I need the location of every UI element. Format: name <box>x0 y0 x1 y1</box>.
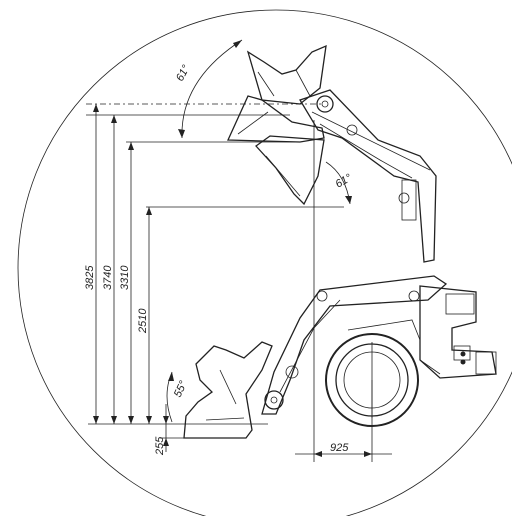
bucket-raised-top <box>246 44 327 105</box>
dim-3310: 3310 <box>119 265 131 290</box>
angle-ground-rollback: 55° <box>172 379 190 400</box>
angle-mid-dump: 61° <box>334 172 355 191</box>
boom-lowered <box>261 275 448 415</box>
angle-top-dump: 61° <box>174 63 193 84</box>
frame-circle <box>17 9 512 516</box>
dim-925: 925 <box>330 442 349 454</box>
angle-arc-top <box>181 39 243 139</box>
tractor-frame <box>347 285 497 379</box>
dim-3740: 3740 <box>102 265 114 290</box>
height-dimensions <box>86 104 344 452</box>
bucket-lowered <box>183 341 273 439</box>
dim-255: 255 <box>154 436 166 456</box>
front-wheel <box>325 333 419 427</box>
bucket-dumping <box>255 135 325 206</box>
dim-2510: 2510 <box>137 308 149 334</box>
boom-raised <box>299 89 437 263</box>
dim-3825: 3825 <box>84 265 96 290</box>
bucket-level-high <box>227 95 325 143</box>
